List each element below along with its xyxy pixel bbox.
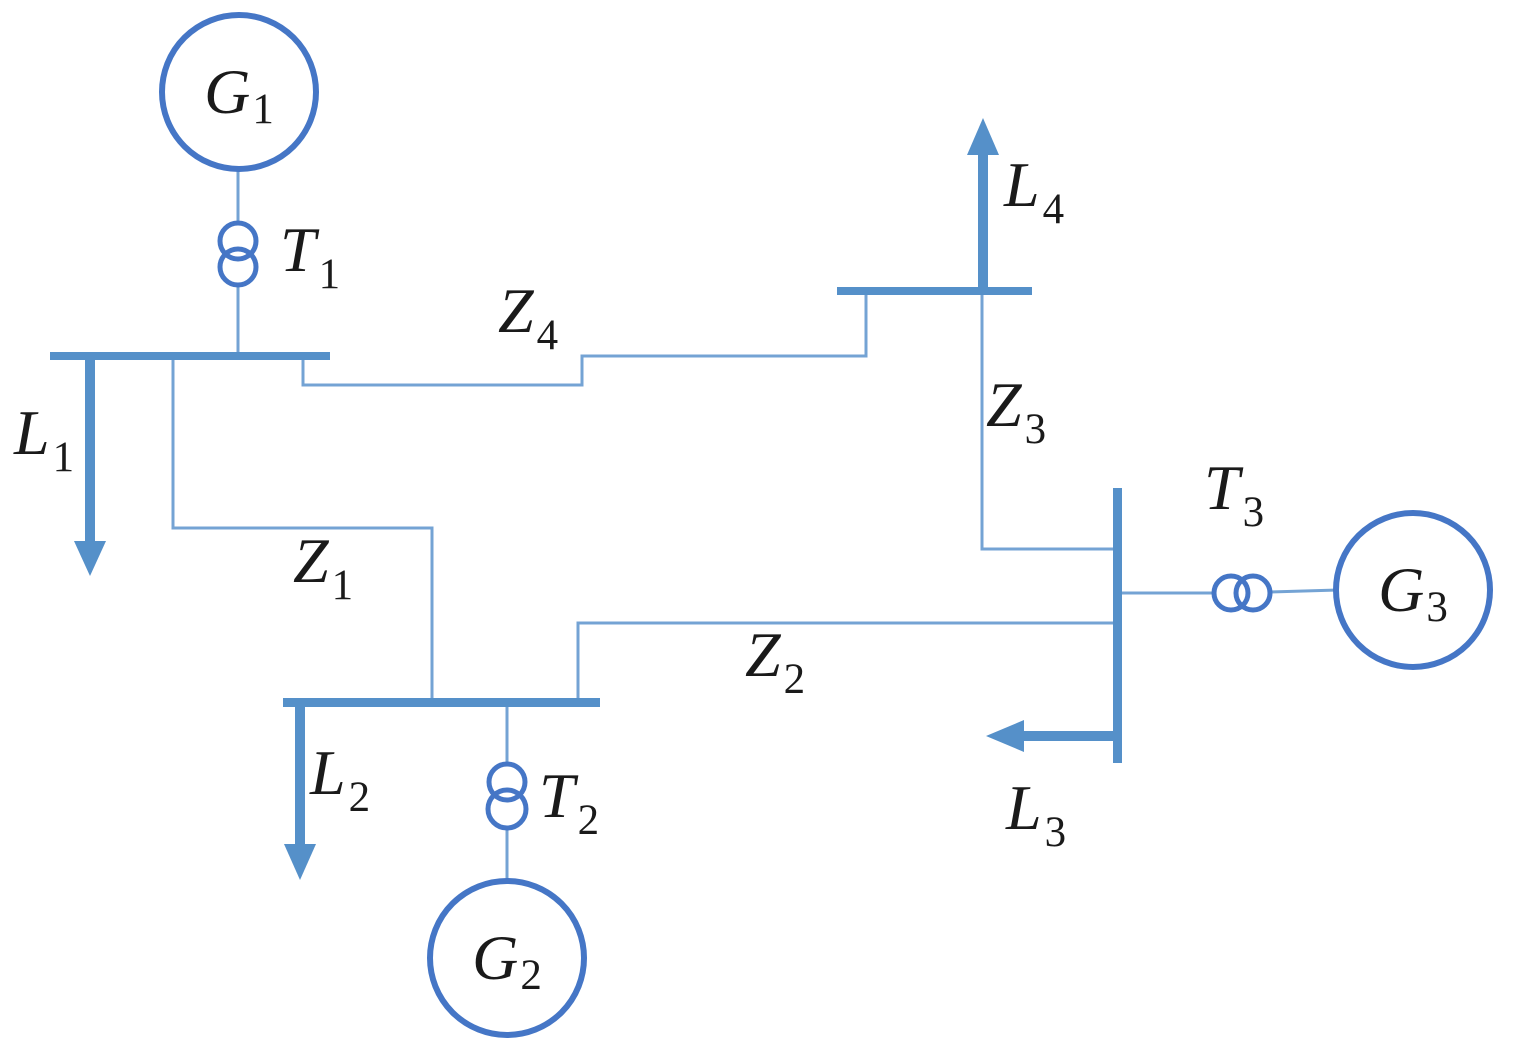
label-z4: Z4 xyxy=(498,275,559,359)
transformer-t2-icon xyxy=(485,761,529,831)
load-l4-arrow xyxy=(967,118,999,292)
label-t2: T2 xyxy=(539,760,600,844)
line-z2 xyxy=(576,621,1115,702)
line-z1 xyxy=(171,360,434,698)
label-z2: Z2 xyxy=(745,619,806,703)
line-z4 xyxy=(301,293,868,387)
label-z1: Z1 xyxy=(293,525,354,609)
bus-4 xyxy=(837,287,1032,295)
bus-1 xyxy=(50,352,330,360)
stem-t3-g3 xyxy=(1268,588,1339,594)
label-l4: L4 xyxy=(1004,149,1065,233)
generator-g1-circle xyxy=(159,12,319,172)
load-l3-arrow xyxy=(986,720,1115,752)
transformer-t3-icon xyxy=(1211,573,1273,613)
generator-g2-circle xyxy=(427,878,587,1038)
label-l2: L2 xyxy=(310,737,371,821)
label-t1: T1 xyxy=(280,214,341,298)
load-l2-arrow xyxy=(284,704,316,880)
bus-3 xyxy=(1113,488,1122,763)
line-z3 xyxy=(980,293,1115,551)
label-t3: T3 xyxy=(1204,452,1265,536)
load-l1-arrow xyxy=(74,356,106,576)
label-l3: L3 xyxy=(1006,772,1067,856)
transformer-t1-icon xyxy=(217,220,259,288)
label-l1: L1 xyxy=(14,397,75,481)
bus-2 xyxy=(283,698,600,707)
generator-g3-circle xyxy=(1333,510,1493,670)
label-z3: Z3 xyxy=(986,369,1047,453)
